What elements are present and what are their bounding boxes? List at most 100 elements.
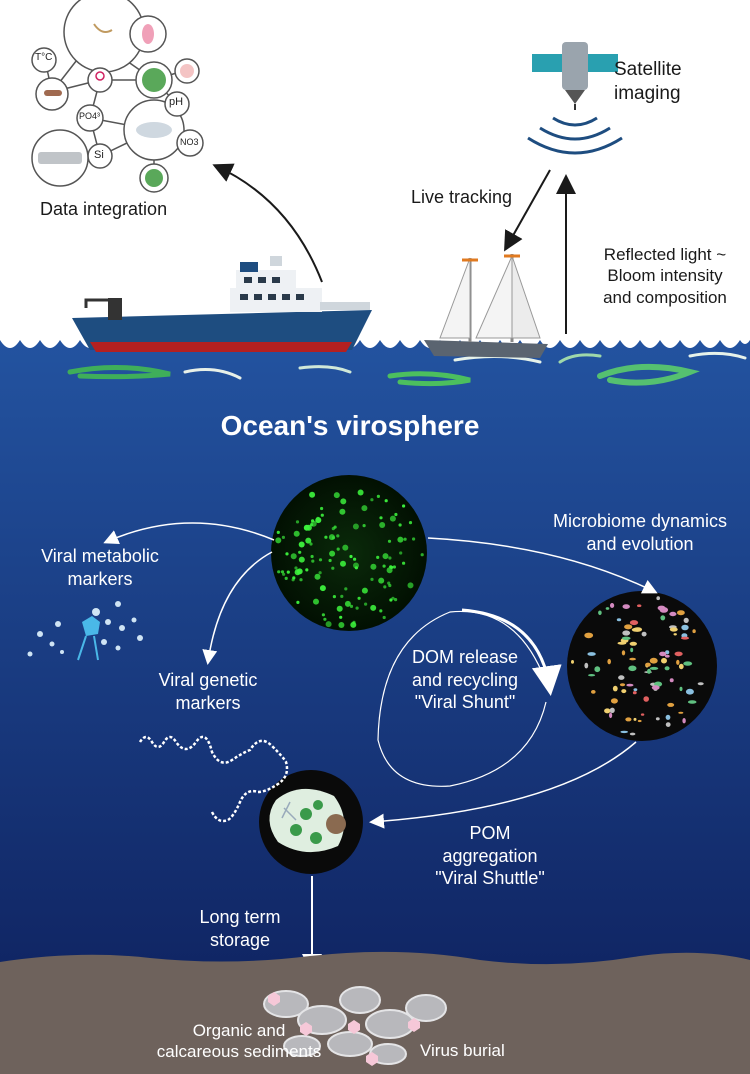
plankton-speck <box>682 718 685 723</box>
plankton-speck <box>622 650 625 655</box>
virus-particle-dot <box>358 490 364 496</box>
virus-particle-dot <box>336 534 339 537</box>
virus-particle-dot <box>277 531 280 534</box>
reflected-light-label: Reflected light ~ Bloom intensity and co… <box>580 244 750 308</box>
virus-particle-dot <box>353 558 356 561</box>
plankton-speck <box>623 604 630 609</box>
virus-particle-dot <box>379 522 385 528</box>
plankton-speck <box>677 610 685 615</box>
plankton-speck <box>656 717 660 720</box>
plankton-speck <box>675 652 683 657</box>
viral-shunt-label: DOM release and recycling "Viral Shunt" <box>395 646 535 714</box>
virus-particle-dot <box>383 565 386 568</box>
virus-particle-dot <box>421 553 424 556</box>
plankton-speck <box>678 712 683 714</box>
plankton-speck <box>618 675 624 680</box>
virus-particle-dot <box>329 559 332 562</box>
network-ph-label: pH <box>169 96 183 110</box>
virus-particle-dot <box>320 585 326 591</box>
virus-particle-dot <box>292 578 295 581</box>
virus-particle-dot <box>353 563 359 569</box>
network-temperature-text: T°C <box>35 52 52 63</box>
live-tracking-text: Live tracking <box>411 187 512 207</box>
plankton-speck <box>652 685 660 690</box>
plankton-speck <box>620 731 628 733</box>
virus-particle-dot <box>315 574 321 580</box>
plankton-speck <box>650 658 658 664</box>
virus-particle-dot <box>402 562 405 565</box>
plankton-speck <box>642 632 647 637</box>
virus-particle-dot <box>329 551 335 557</box>
virus-particle-dot <box>320 507 323 510</box>
virus-particle-dot <box>323 618 326 621</box>
virus-particle-dot <box>377 495 380 498</box>
virus-particle-dot <box>408 582 414 588</box>
virus-particle-dot <box>334 492 340 498</box>
network-phosphate-text: PO4³ <box>79 111 100 121</box>
virus-particle-dot <box>363 524 366 527</box>
virus-particle-dot <box>338 622 344 628</box>
live-tracking-label: Live tracking <box>411 186 512 209</box>
plankton-speck <box>634 718 637 721</box>
virus-particle-dot <box>376 556 379 559</box>
virus-particle-dot <box>409 521 412 524</box>
virus-particle-dot <box>299 542 305 548</box>
virus-particle-dot <box>353 524 359 530</box>
plankton-speck <box>620 683 625 686</box>
virus-burial-text: Virus burial <box>420 1041 505 1060</box>
virus-particle-dot <box>393 565 396 568</box>
virus-particle-dot <box>329 534 335 540</box>
virus-particle-dot <box>333 595 336 598</box>
dom-line2: and recycling <box>395 669 535 692</box>
plankton-speck <box>667 703 674 707</box>
virus-particle-dot <box>299 578 302 581</box>
plankton-speck <box>670 627 678 631</box>
virus-particle-dot <box>309 542 312 545</box>
virus-particle-dot <box>313 599 319 605</box>
virus-particle-dot <box>358 597 361 600</box>
virus-particle-dot <box>277 570 280 573</box>
virus-particle-dot <box>311 555 314 558</box>
plankton-speck <box>632 628 641 632</box>
reflected-line1: Reflected light ~ <box>580 244 750 265</box>
pom-line2: aggregation <box>420 845 560 868</box>
plankton-speck <box>686 689 694 695</box>
plankton-speck <box>571 660 574 664</box>
virus-particle-dot <box>402 504 405 507</box>
reflected-line2: Bloom intensity <box>580 265 750 286</box>
virus-particle-dot <box>337 548 340 551</box>
virus-particle-dot <box>275 537 281 543</box>
plankton-speck <box>622 630 630 635</box>
virus-particle-dot <box>311 519 314 522</box>
plankton-speck <box>630 642 637 646</box>
plankton-speck <box>698 682 704 685</box>
microbiome-label: Microbiome dynamics and evolution <box>532 510 748 555</box>
plankton-speck <box>660 607 669 613</box>
plankton-speck <box>670 678 674 682</box>
plankton-speck <box>666 715 671 720</box>
plankton-speck <box>588 674 595 676</box>
plankton-speck <box>645 663 651 667</box>
ocean-virosphere-title: Ocean's virosphere <box>0 408 700 443</box>
plankton-speck <box>660 615 665 620</box>
virus-particle-dot <box>379 516 382 519</box>
metabolic-line1: Viral metabolic <box>20 545 180 568</box>
virus-particle-dot <box>340 595 343 598</box>
micro-line2: and evolution <box>532 533 748 556</box>
plankton-speck <box>626 684 633 687</box>
virus-particle-dot <box>388 540 391 543</box>
plankton-speck <box>624 624 632 629</box>
dom-line3: "Viral Shunt" <box>395 691 535 714</box>
plankton-speck <box>610 603 614 608</box>
plankton-speck <box>594 666 600 672</box>
plankton-speck <box>679 664 684 669</box>
virus-particle-dot <box>362 588 368 594</box>
virus-particle-dot <box>339 616 342 619</box>
virus-particle-dot <box>304 525 310 531</box>
genetic-markers-label: Viral genetic markers <box>138 669 278 714</box>
virus-particle-dot <box>389 598 392 601</box>
virus-particle-dot <box>296 520 299 523</box>
plankton-speck <box>681 637 689 640</box>
sediments-label: Organic and calcareous sediments <box>134 1020 344 1063</box>
plankton-speck <box>665 666 670 670</box>
